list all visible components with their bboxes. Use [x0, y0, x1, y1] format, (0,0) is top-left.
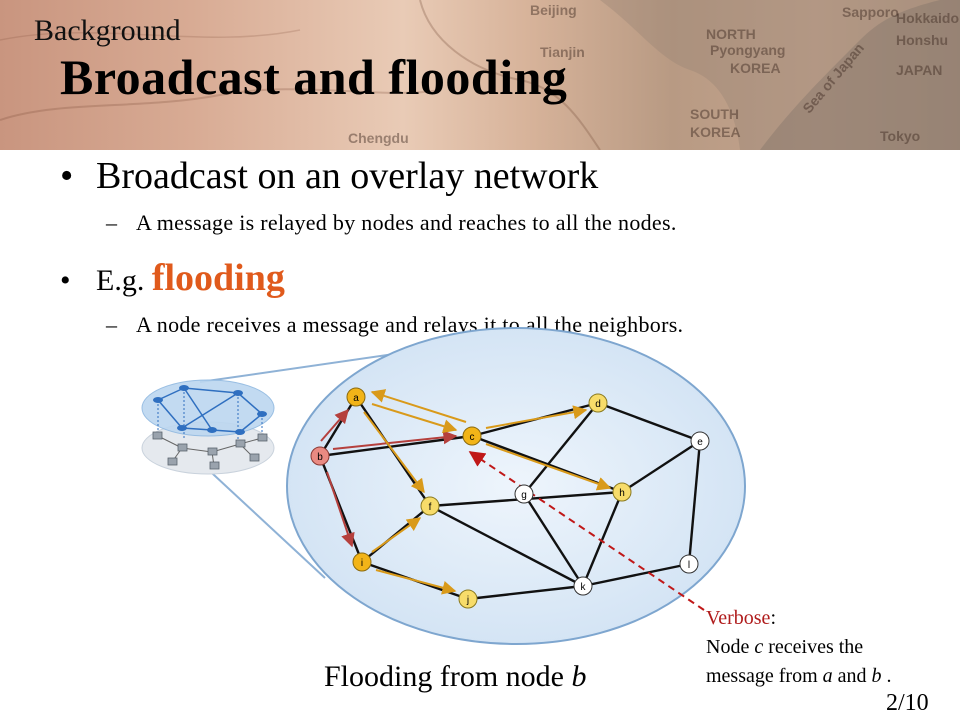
bullet-marker: • [60, 155, 74, 197]
arrow-i-to-f [371, 517, 422, 553]
caption-node: b [571, 660, 587, 693]
node-label: i [361, 558, 363, 569]
node-label: l [688, 560, 690, 571]
note-line-1: Node c receives the [706, 633, 892, 662]
node-label: b [317, 452, 323, 463]
arrow-c-to-a [370, 389, 467, 423]
header-banner: Beijing NORTH Pyongyang KOREA JAPAN SOUT… [0, 0, 960, 150]
note-title-line: Verbose: [706, 604, 892, 633]
node-b: b [310, 446, 330, 466]
arrow-a-to-c [371, 403, 458, 433]
note-text: Node [706, 636, 755, 658]
arrow-i-to-j [375, 569, 457, 595]
note-text: and [832, 665, 872, 687]
node-label: f [429, 502, 432, 513]
sub-bullet-relayed: –A message is relayed by nodes and reach… [106, 210, 677, 236]
note-node: b [871, 665, 882, 687]
flooding-highlight: flooding [151, 257, 285, 299]
node-g: g [514, 484, 534, 504]
diagram-caption: Flooding from node b [324, 660, 587, 694]
caption-text: Flooding from node [324, 660, 572, 693]
map-label: Honshu [896, 32, 949, 48]
section-kicker: Background [34, 14, 181, 47]
node-label: g [521, 490, 527, 501]
map-label: KOREA [730, 60, 781, 76]
bullet-text: Broadcast on an overlay network [96, 155, 599, 197]
node-f: f [420, 496, 440, 516]
map-label: NORTH [706, 26, 756, 42]
bullet-flooding: • E.g. flooding [60, 256, 285, 300]
note-node: a [822, 665, 833, 687]
map-label: Chengdu [348, 130, 409, 146]
flood-arrows [320, 389, 612, 595]
map-label: Sapporo [842, 4, 899, 20]
page-number: 2/10 [886, 690, 929, 716]
node-h: h [612, 482, 632, 502]
map-label: Pyongyang [710, 42, 786, 58]
arrow-c-to-h [485, 443, 612, 491]
node-l: l [679, 554, 699, 574]
arrow-a-to-f [363, 411, 425, 494]
bullet-marker: • [60, 264, 71, 297]
node-k: k [573, 576, 593, 596]
node-label: a [353, 393, 359, 404]
map-label: Tianjin [540, 44, 585, 60]
slide-title: Broadcast and flooding [60, 49, 568, 105]
note-line-2: message from a and b . [706, 662, 892, 691]
node-label: d [595, 399, 601, 410]
arrow-b-to-a [320, 408, 349, 442]
map-label: Hokkaido [896, 10, 960, 26]
node-e: e [690, 431, 710, 451]
sub-bullet-marker: – [106, 210, 118, 235]
zoom-line-bottom [199, 461, 326, 579]
zoom-bubble [286, 327, 746, 645]
bullet-prefix: E.g. [96, 264, 152, 297]
arrow-b-to-c [332, 430, 458, 450]
node-d: d [588, 393, 608, 413]
arrow-c-to-d [485, 405, 588, 429]
map-label: Tokyo [880, 128, 921, 144]
node-i: i [352, 552, 372, 572]
node-label: j [466, 595, 469, 606]
map-label: SOUTH [690, 106, 739, 122]
node-label: h [619, 488, 625, 499]
node-label: k [581, 582, 587, 593]
node-j: j [458, 589, 478, 609]
map-label: Beijing [530, 2, 577, 18]
note-text: receives the [763, 636, 864, 658]
node-label: e [697, 437, 703, 448]
sub-bullet-neighbors: –A node receives a message and relays it… [106, 312, 683, 338]
node-label: c [470, 432, 475, 443]
note-text: message from [706, 665, 823, 687]
node-a: a [346, 387, 366, 407]
note-title: Verbose [706, 607, 771, 629]
network-nodes: a b c d e f g h i j k l [310, 387, 710, 609]
verbose-note: Verbose: Node c receives the message fro… [706, 604, 892, 691]
overlay-network-thumbnail [141, 379, 275, 475]
sub-bullet-text: A message is relayed by nodes and reache… [136, 210, 677, 235]
note-node: c [754, 636, 764, 658]
arrow-b-to-i [326, 471, 355, 548]
map-background [0, 0, 960, 150]
map-label: JAPAN [896, 62, 943, 78]
sub-bullet-marker: – [106, 312, 118, 337]
bullet-broadcast: • Broadcast on an overlay network [60, 154, 598, 198]
map-label: KOREA [690, 124, 741, 140]
note-colon: : [770, 607, 776, 629]
note-text: . [881, 665, 892, 687]
node-c: c [462, 426, 482, 446]
sub-bullet-text: A node receives a message and relays it … [136, 312, 684, 337]
